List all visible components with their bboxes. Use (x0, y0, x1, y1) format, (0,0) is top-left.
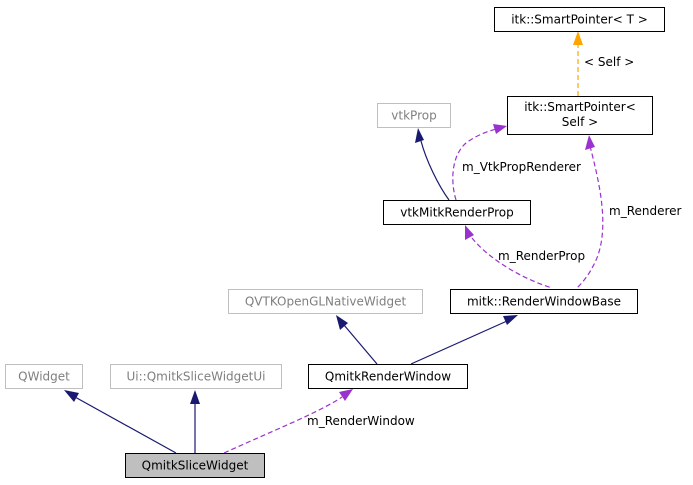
node-renderwindowbase[interactable]: mitk::RenderWindowBase (450, 289, 638, 314)
edge-inherit-renderwindowbase (410, 315, 518, 365)
edge-use-vtkproprenderer: m_VtkPropRenderer (452, 124, 581, 201)
edge-inherit-qvtk (336, 315, 378, 365)
node-qmitkrenderwindow[interactable]: QmitkRenderWindow (308, 364, 468, 389)
node-vtkprop[interactable]: vtkProp (377, 103, 451, 128)
node-label-qmitkrenderwindow: QmitkRenderWindow (325, 370, 451, 384)
node-label-renderwindowbase: mitk::RenderWindowBase (467, 295, 621, 309)
node-label-slicewidgetui: Ui::QmitkSliceWidgetUi (127, 370, 266, 384)
node-label-smartpointer-self-line2: Self > (562, 115, 598, 129)
edge-label-renderwindow: m_RenderWindow (307, 414, 415, 428)
edge-inherit-qwidget (64, 390, 177, 454)
node-qvtkopenglnativewidget[interactable]: QVTKOpenGLNativeWidget (228, 289, 423, 314)
node-qmitkslicewidget[interactable]: QmitkSliceWidget (125, 453, 265, 478)
edge-label-renderer: m_Renderer (609, 204, 682, 218)
node-label-vtkmitkrenderprop: vtkMitkRenderProp (400, 206, 513, 220)
node-label-qmitkslicewidget: QmitkSliceWidget (142, 459, 249, 473)
edge-inherit-slicewidgetui (190, 390, 200, 453)
edge-label-renderprop: m_RenderProp (498, 249, 585, 263)
node-label-vtkprop: vtkProp (391, 109, 436, 123)
edge-use-renderprop: m_RenderProp (465, 225, 585, 289)
node-smartpointer-self[interactable]: itk::SmartPointer< Self > (507, 96, 653, 135)
node-vtkmitkrenderprop[interactable]: vtkMitkRenderProp (383, 200, 531, 225)
edge-template-instantiation: < Self > (573, 31, 634, 96)
edge-inherit-vtkprop (415, 128, 450, 201)
edge-label-vtkproprenderer: m_VtkPropRenderer (462, 160, 581, 174)
node-qwidget[interactable]: QWidget (5, 364, 83, 389)
node-smartpointer-t[interactable]: itk::SmartPointer< T > (494, 7, 665, 32)
node-label-smartpointer-self-line1: itk::SmartPointer< (524, 100, 636, 114)
node-label-qwidget: QWidget (18, 370, 70, 384)
node-label-qvtkopenglnativewidget: QVTKOpenGLNativeWidget (245, 295, 407, 309)
edge-label-self: < Self > (584, 55, 634, 69)
node-slicewidgetui[interactable]: Ui::QmitkSliceWidgetUi (110, 364, 282, 389)
edge-use-renderwindow: m_RenderWindow (223, 389, 415, 454)
edge-use-renderer: m_Renderer (576, 135, 682, 289)
node-label-smartpointer-t: itk::SmartPointer< T > (511, 13, 648, 27)
